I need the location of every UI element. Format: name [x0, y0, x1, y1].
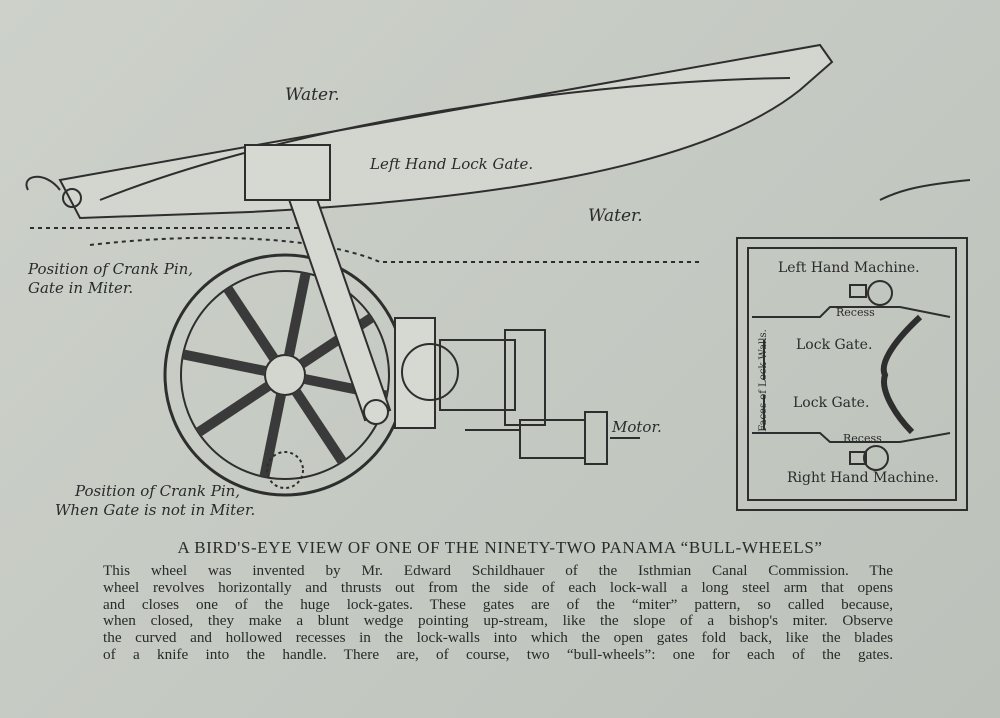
label-motor: Motor. [612, 418, 662, 436]
inset-lock-gate-1: Lock Gate. [796, 337, 873, 353]
label-crank-pin-miter-2: Gate in Miter. [28, 279, 134, 297]
label-crank-pin-not-miter-2: When Gate is not in Miter. [55, 501, 256, 519]
lock-gate [58, 43, 834, 220]
wheel-spoke [259, 393, 286, 478]
inset-recess-bottom: Recess [843, 432, 882, 445]
caption-body: This wheel was invented by Mr. Edward Sc… [103, 562, 893, 664]
wheel-spoke [284, 272, 311, 357]
inset-lock-gate-2: Lock Gate. [793, 395, 870, 411]
label-left-hand-lock-gate: Left Hand Lock Gate. [370, 155, 534, 173]
inset-left-hand-machine: Left Hand Machine. [778, 260, 920, 276]
label-crank-pin-not-miter-1: Position of Crank Pin, [75, 482, 241, 500]
inset-right-hand-machine: Right Hand Machine. [787, 470, 939, 486]
label-crank-pin-miter-1: Position of Crank Pin, [28, 260, 194, 278]
caption-title: A BIRD'S-EYE VIEW OF ONE OF THE NINETY-T… [177, 538, 823, 557]
caption-line: of a knife into the handle. There are, o… [103, 645, 893, 663]
caption-line: the curved and hollowed recesses in the … [103, 629, 893, 647]
wheel-spoke [182, 349, 267, 376]
label-water-right: Water. [588, 206, 643, 226]
inset-plan-diagram [736, 237, 968, 511]
caption-line: and closes one of the huge lock-gates. T… [103, 595, 893, 613]
caption-line: This wheel was invented by Mr. Edward Sc… [103, 562, 893, 579]
wheel-spoke [291, 388, 347, 465]
label-water-top: Water. [285, 85, 340, 105]
inset-faces-of-lock-walls: Faces of Lock Walls. [757, 329, 769, 432]
wheel-spoke [223, 285, 279, 362]
inset-recess-top: Recess [836, 306, 875, 319]
caption-line: wheel revolves horizontally and thrusts … [103, 578, 893, 596]
caption-line: when closed, they make a blunt wedge poi… [103, 612, 893, 630]
wheel-spoke [195, 381, 272, 437]
